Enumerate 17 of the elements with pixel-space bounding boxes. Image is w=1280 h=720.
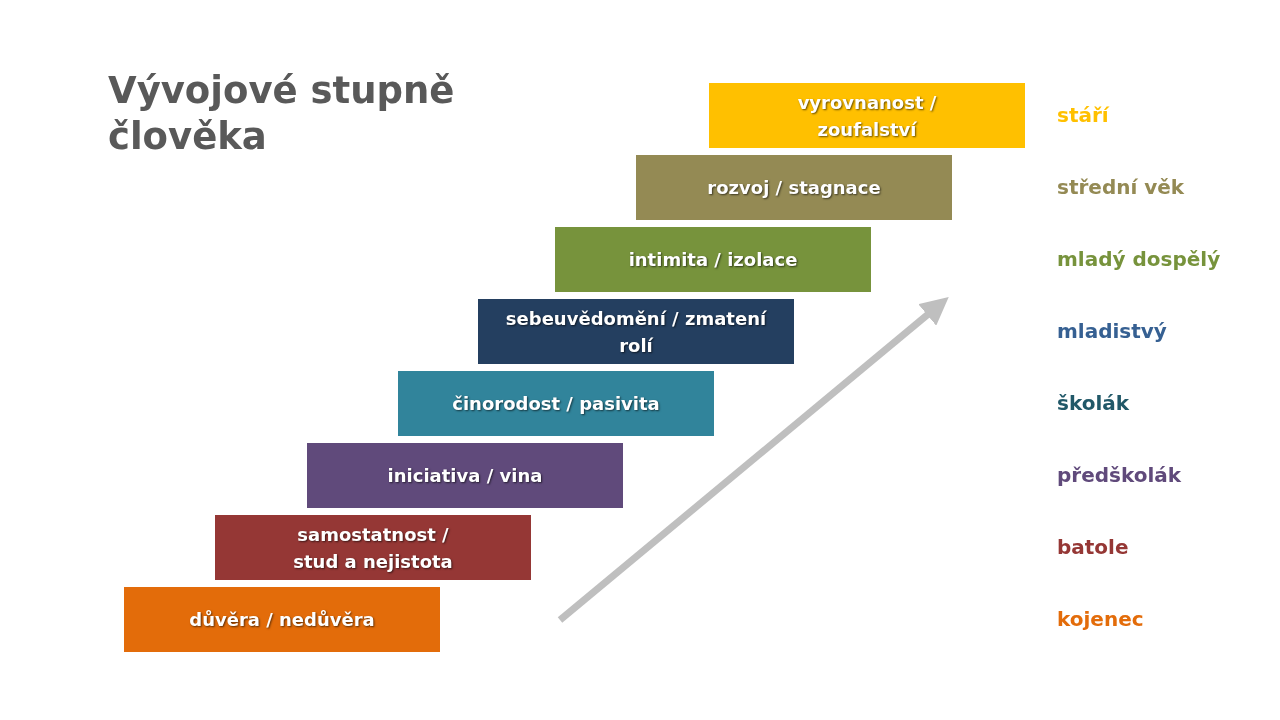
stage-box: samostatnost / stud a nejistota [215, 515, 531, 580]
stage-box: důvěra / nedůvěra [124, 587, 440, 652]
age-label: stáří [1057, 103, 1109, 127]
age-label: kojenec [1057, 607, 1144, 631]
age-label: střední věk [1057, 175, 1185, 199]
age-label: batole [1057, 535, 1129, 559]
age-label: školák [1057, 391, 1130, 415]
stage-box: intimita / izolace [555, 227, 871, 292]
age-label: mladý dospělý [1057, 247, 1221, 271]
stage-box: vyrovnanost / zoufalství [709, 83, 1025, 148]
age-label: mladistvý [1057, 319, 1167, 343]
stage-box: iniciativa / vina [307, 443, 623, 508]
title: Vývojové stupně člověka [108, 68, 456, 160]
stage-box: činorodost / pasivita [398, 371, 714, 436]
stage-box: rozvoj / stagnace [636, 155, 952, 220]
age-label: předškolák [1057, 463, 1182, 487]
stage-box: sebeuvědomění / zmatení rolí [478, 299, 794, 364]
